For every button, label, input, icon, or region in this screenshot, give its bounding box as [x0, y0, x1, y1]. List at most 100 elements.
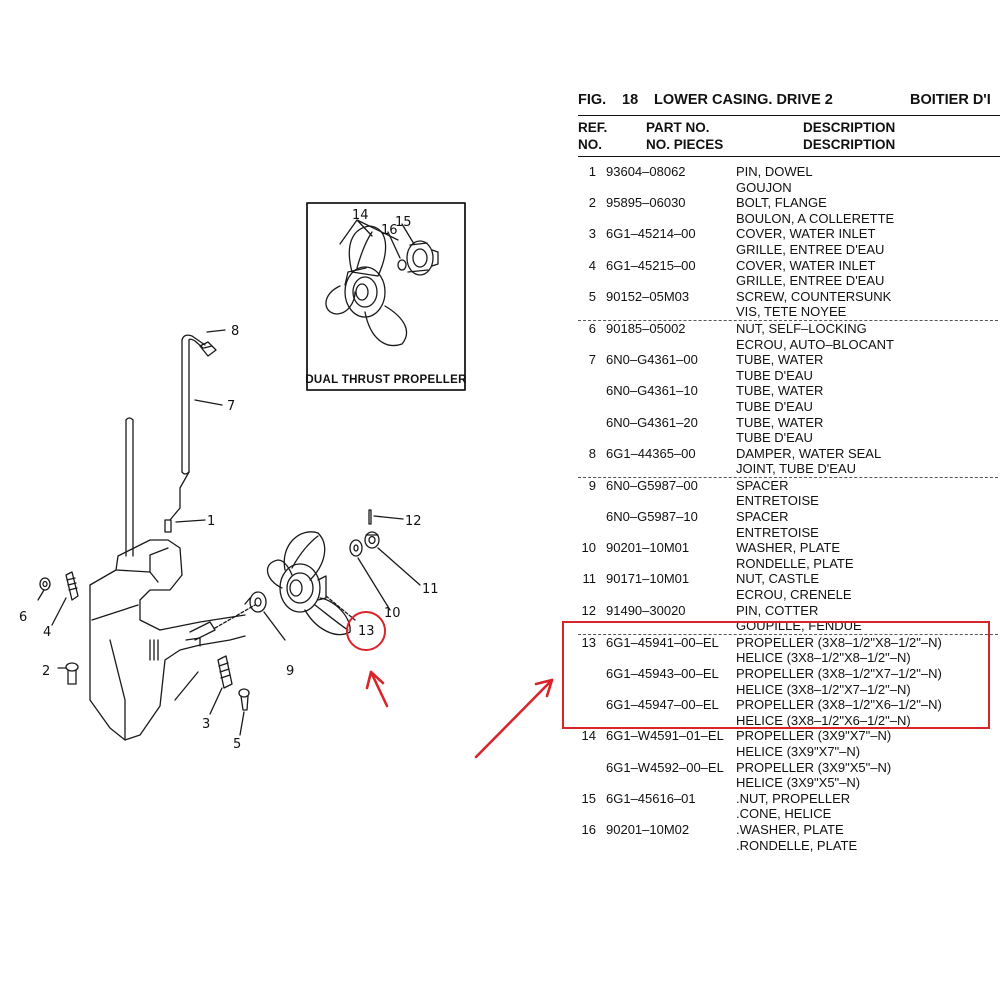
description: HELICE (3X8–1/2"X7–1/2"–N)	[736, 681, 911, 697]
description: HELICE (3X9"X5"–N)	[736, 775, 861, 791]
description: ENTRETOISE	[736, 493, 819, 509]
ref-number: 14	[581, 728, 596, 744]
description: TUBE D'EAU	[736, 430, 813, 446]
ref-number: 2	[588, 195, 596, 211]
table-row: ENTRETOISE	[578, 493, 1000, 509]
dowel-pin-drawing	[164, 519, 172, 533]
description: GOUJON	[736, 179, 792, 195]
table-row: TUBE D'EAU	[578, 368, 1000, 384]
table-row: BOULON, A COLLERETTE	[578, 211, 1000, 227]
part-number: 93604–08062	[606, 164, 686, 179]
part-number: 6N0–G5987–00	[606, 477, 698, 493]
header-ref: REF.NO.	[578, 120, 608, 152]
table-row: HELICE (3X9"X5"–N)	[578, 775, 1000, 791]
ref-number: 7	[588, 352, 596, 368]
self-locking-nut-drawing	[39, 577, 51, 591]
table-row: 3 6G1–45214–00 COVER, WATER INLET	[578, 226, 1000, 242]
ref-number: 1	[588, 164, 596, 179]
callout-11: 11	[422, 582, 439, 597]
table-row: GRILLE, ENTREE D'EAU	[578, 242, 1000, 258]
callout-leader	[209, 687, 223, 715]
callout-3: 3	[202, 717, 210, 732]
fig-number: 18	[622, 92, 639, 108]
description: NUT, SELF–LOCKING	[736, 320, 867, 336]
table-row: JOINT, TUBE D'EAU	[578, 461, 1000, 477]
table-row: HELICE (3X8–1/2"X8–1/2"–N)	[578, 650, 1000, 666]
callout-16: 16	[381, 223, 398, 238]
lower-casing-drawing	[89, 539, 246, 741]
description: ENTRETOISE	[736, 524, 819, 540]
ref-number: 6	[588, 320, 596, 336]
water-inlet-cover-drawing	[217, 655, 233, 689]
callout-12: 12	[405, 514, 422, 529]
water-inlet-cover-drawing	[65, 571, 79, 601]
description: COVER, WATER INLET	[736, 226, 876, 242]
callout-7: 7	[227, 399, 235, 414]
table-row: VIS, TETE NOYEE	[578, 304, 1000, 320]
part-number: 6G1–45616–01	[606, 790, 696, 806]
spacer-drawing	[244, 591, 267, 613]
description: RONDELLE, PLATE	[736, 555, 854, 571]
callout-2: 2	[42, 664, 50, 679]
description: PROPELLER (3X8–1/2"X8–1/2"–N)	[736, 634, 942, 650]
inset-frame	[306, 202, 466, 391]
dual-thrust-propeller-drawing	[325, 225, 439, 347]
ref-number: 9	[588, 477, 596, 493]
damper-drawing	[199, 341, 217, 357]
part-number: 90201–10M02	[606, 821, 690, 837]
part-number: 95895–06030	[606, 195, 686, 211]
ref-number: 16	[581, 821, 596, 837]
description: TUBE, WATER	[736, 383, 824, 399]
callout-leader	[401, 223, 415, 245]
drive-shaft-drawing	[125, 417, 134, 557]
ref-number: 15	[581, 790, 596, 806]
table-row: 15 6G1–45616–01 .NUT, PROPELLER	[578, 791, 1000, 807]
callout-leader	[373, 515, 404, 520]
description: WASHER, PLATE	[736, 540, 841, 556]
table-row: ENTRETOISE	[578, 525, 1000, 541]
callout-leader	[239, 711, 245, 736]
water-tube-drawing	[169, 334, 206, 521]
description: DAMPER, WATER SEAL	[736, 445, 882, 461]
table-row: 7 6N0–G4361–00 TUBE, WATER	[578, 352, 1000, 368]
header-rule	[578, 115, 1000, 116]
description: HELICE (3X8–1/2"X8–1/2"–N)	[736, 650, 911, 666]
ref-number: 3	[588, 226, 596, 242]
part-number: 6N0–G4361–00	[606, 352, 698, 368]
part-number: 6G1–W4591–01–EL	[606, 728, 724, 744]
description: VIS, TETE NOYEE	[736, 304, 847, 320]
part-number: 6G1–45214–00	[606, 226, 696, 242]
part-number: 6G1–W4592–00–EL	[606, 759, 724, 775]
fig-label: FIG.	[578, 92, 607, 108]
description: .RONDELLE, PLATE	[736, 837, 858, 853]
part-number: 90185–05002	[606, 320, 686, 336]
callout-1: 1	[207, 514, 215, 529]
description: .NUT, PROPELLER	[736, 790, 851, 806]
ref-number: 4	[588, 257, 596, 273]
ref-number: 8	[588, 445, 596, 461]
fig-title-en: LOWER CASING. DRIVE 2	[654, 92, 833, 108]
description: HELICE (3X8–1/2"X6–1/2"–N)	[736, 712, 911, 728]
callout-13: 13	[358, 624, 375, 639]
castle-nut-drawing	[364, 531, 380, 549]
table-row: GOUJON	[578, 180, 1000, 196]
callout-leader	[206, 329, 226, 333]
part-number: 90171–10M01	[606, 571, 690, 587]
description: TUBE D'EAU	[736, 398, 813, 414]
highlight-box	[562, 621, 990, 729]
part-number: 6G1–45947–00–EL	[606, 697, 719, 713]
part-number: 6N0–G5987–10	[606, 509, 698, 525]
description: TUBE, WATER	[736, 352, 824, 368]
